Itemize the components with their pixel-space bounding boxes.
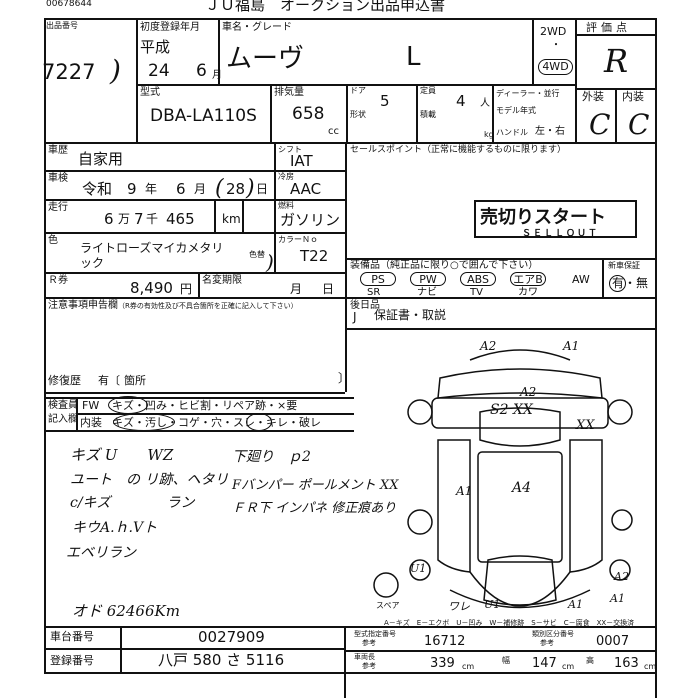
- doors-value: 5: [380, 92, 390, 110]
- displacement-value: 658: [292, 104, 325, 124]
- sellout-stamp: [474, 200, 637, 238]
- car-name-label: 車名・グレード: [222, 22, 292, 33]
- ac-value: AAC: [290, 180, 322, 198]
- lot-number: 7227: [42, 60, 96, 84]
- seats-value: 4: [456, 92, 466, 110]
- inspection-day: 28: [226, 180, 246, 198]
- rating-exterior: C: [589, 108, 611, 141]
- car-grade: L: [406, 42, 421, 72]
- car-name: ムーヴ: [226, 44, 305, 74]
- chassis-number: 0027909: [198, 628, 265, 646]
- model-code: DBA-LA110S: [150, 106, 257, 126]
- fuel-value: ガソリン: [280, 211, 341, 229]
- odometer-note: オド 62466Km: [72, 602, 180, 620]
- top-number: 00678644: [46, 0, 92, 9]
- recycle-value: 8,490: [130, 279, 173, 297]
- type-number: 0007: [596, 634, 630, 649]
- color-code: T22: [300, 247, 329, 265]
- reg-era: 平成: [140, 38, 171, 56]
- usage-value: 自家用: [78, 150, 124, 168]
- model-designation-number: 16712: [424, 634, 466, 649]
- mileage-rest: 465: [166, 210, 195, 228]
- reg-month: 6: [196, 61, 207, 81]
- extras-value: 保証書・取説: [374, 308, 447, 322]
- note-1: キズ U WZ: [70, 446, 174, 464]
- reg-label: 初度登録年月: [140, 22, 200, 33]
- plate-number: 八戸 580 さ 5116: [158, 651, 285, 669]
- reg-year: 24: [148, 61, 170, 81]
- auction-title: ＪＵ福島 オークション出品申込書: [205, 0, 446, 14]
- drive-2wd: 2WD: [540, 25, 567, 38]
- damage-legend: A－キズ E－エクボ U－凹み W－補修跡 S－サビ C－腐食 XX－交換済: [384, 619, 635, 627]
- color-line1: ライトローズマイカメタリ: [80, 241, 224, 255]
- lot-label: 出品番号: [46, 21, 78, 30]
- shift-value: IAT: [290, 152, 313, 170]
- drive-4wd-circled: 4WD: [538, 59, 573, 75]
- rating-label: 評価点: [586, 21, 631, 34]
- rating-score: R: [604, 42, 629, 80]
- rating-interior: C: [628, 108, 650, 141]
